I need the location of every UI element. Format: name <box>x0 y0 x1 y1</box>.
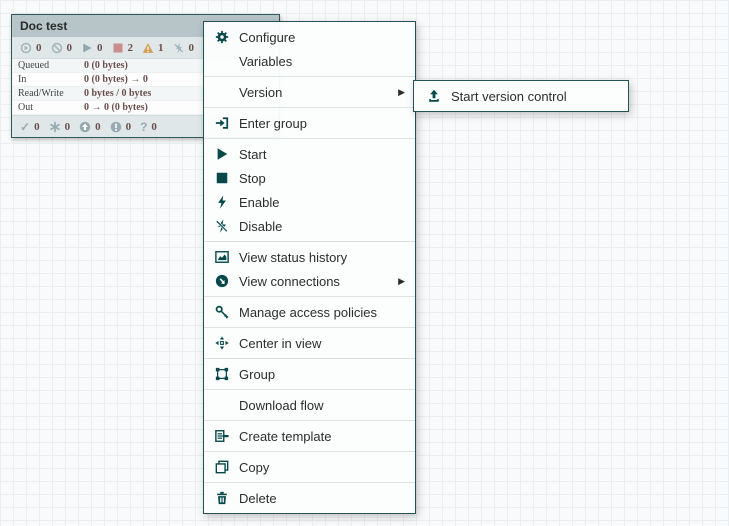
submenu-arrow-icon: ▶ <box>398 275 405 286</box>
up-to-date-icon: ✓ <box>20 119 31 134</box>
stat-row-in: In 0 (0 bytes) → 0 <box>12 73 279 87</box>
menu-item-variables[interactable]: Variables <box>239 53 293 69</box>
menu-item-copy[interactable]: Copy <box>204 455 415 479</box>
template-icon <box>214 428 230 444</box>
play-icon <box>214 146 230 162</box>
invalid-count: 1 <box>142 42 164 54</box>
menu-item-manage-access-policies[interactable]: Manage access policies <box>204 300 415 324</box>
sync-failure-icon: ? <box>140 119 148 134</box>
menu-separator <box>204 451 415 452</box>
gear-icon <box>214 29 230 45</box>
stopped-icon <box>113 43 122 52</box>
submenu-arrow-icon: ▶ <box>398 86 405 97</box>
stale-icon <box>79 121 91 132</box>
menu-separator <box>204 296 415 297</box>
bolt-icon <box>214 194 230 210</box>
locally-modified-and-stale-icon <box>110 121 121 132</box>
sync-failure-count: ? 0 <box>140 119 157 134</box>
menu-item-view-connections[interactable]: View connections ▶ <box>204 269 415 293</box>
stale-count: 0 <box>79 121 101 133</box>
menu-item-view-status-history[interactable]: View status history <box>204 245 415 269</box>
menu-item-configure[interactable]: Configure <box>204 25 415 49</box>
up-to-date-count: ✓ 0 <box>20 119 40 134</box>
menu-item-stop[interactable]: Stop <box>204 166 415 190</box>
invalid-icon <box>142 42 154 53</box>
area-chart-icon <box>214 249 230 265</box>
transmitting-count: 0 <box>20 42 42 54</box>
menu-item-delete[interactable]: Delete <box>204 486 415 510</box>
copy-icon <box>214 459 230 475</box>
menu-item-group[interactable]: Group <box>204 362 415 386</box>
menu-item-start[interactable]: Start <box>204 142 415 166</box>
menu-item-start-version-control[interactable]: Start version control <box>414 81 628 111</box>
upload-icon <box>426 88 442 104</box>
menu-item-version[interactable]: Version ▶ <box>239 84 405 100</box>
stop-icon <box>214 170 230 186</box>
version-submenu: Start version control <box>413 80 629 112</box>
not-transmitting-count: 0 <box>51 42 72 54</box>
key-icon <box>214 304 230 320</box>
disabled-icon <box>173 42 183 53</box>
menu-separator <box>204 327 415 328</box>
menu-item-disable[interactable]: Disable <box>204 214 415 238</box>
crosshairs-icon <box>214 335 230 351</box>
menu-item-enable[interactable]: Enable <box>204 190 415 214</box>
menu-separator <box>204 482 415 483</box>
menu-item-create-template[interactable]: Create template <box>204 424 415 448</box>
running-count: 0 <box>81 42 103 54</box>
trash-icon <box>214 490 230 506</box>
context-menu: Configure Variables Version ▶ Enter grou… <box>203 21 416 514</box>
menu-separator <box>204 76 415 77</box>
bolt-slash-icon <box>214 218 230 234</box>
menu-separator <box>204 241 415 242</box>
stopped-count: 2 <box>112 42 133 54</box>
not-transmitting-icon <box>51 42 62 53</box>
enter-group-icon <box>214 115 230 131</box>
menu-item-enter-group[interactable]: Enter group <box>204 111 415 135</box>
menu-separator <box>204 138 415 139</box>
menu-separator <box>204 358 415 359</box>
group-icon <box>214 366 230 382</box>
menu-item-download-flow[interactable]: Download flow <box>239 397 324 413</box>
transmitting-icon <box>20 42 32 53</box>
locally-modified-and-stale-count: 0 <box>110 121 131 133</box>
disabled-count: 0 <box>173 42 194 54</box>
locally-modified-count: 0 <box>49 121 70 133</box>
running-icon <box>83 43 92 52</box>
menu-separator <box>204 107 415 108</box>
connections-icon <box>214 273 230 289</box>
menu-separator <box>204 420 415 421</box>
locally-modified-icon <box>49 121 60 132</box>
menu-separator <box>204 389 415 390</box>
stat-row-out: Out 0 → 0 (0 bytes) <box>12 101 279 115</box>
menu-item-center-in-view[interactable]: Center in view <box>204 331 415 355</box>
